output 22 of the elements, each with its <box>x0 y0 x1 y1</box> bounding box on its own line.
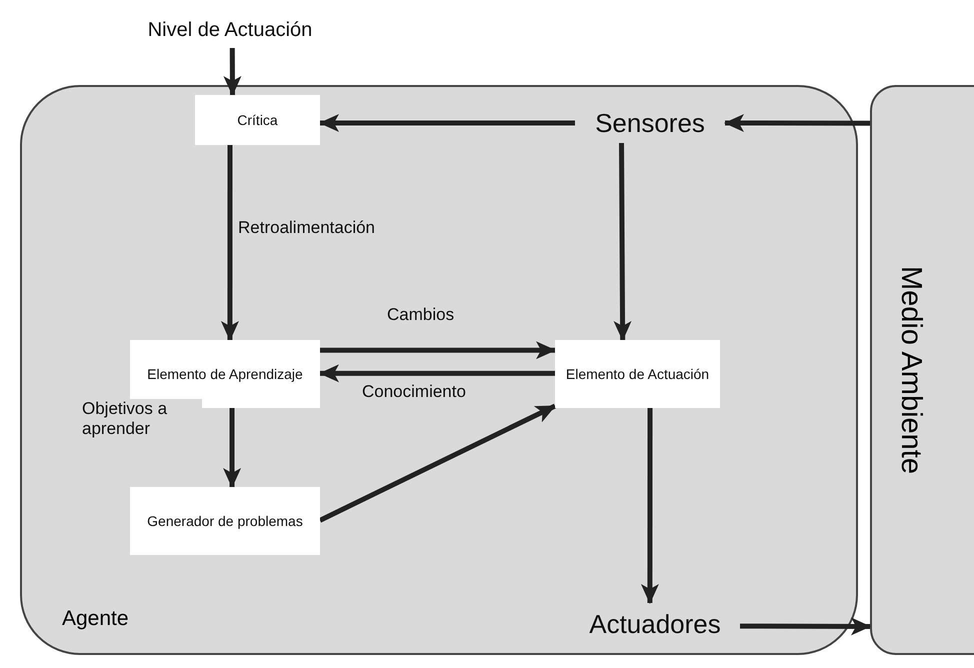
arrow <box>640 408 659 604</box>
arrow <box>220 145 239 341</box>
process-box: Crítica <box>195 95 320 145</box>
arrow <box>320 341 556 360</box>
node-label: Actuadores <box>570 603 740 645</box>
node-label: Sensores <box>575 103 725 143</box>
arrow <box>318 404 556 523</box>
arrow <box>740 617 871 636</box>
arrow <box>319 114 575 132</box>
process-box: Generador de problemas <box>130 487 320 555</box>
environment-panel <box>870 85 974 655</box>
panel-heading: Medio Ambiente <box>894 266 927 474</box>
agent-panel <box>20 85 858 655</box>
arrow <box>223 48 242 96</box>
arrow <box>614 142 632 341</box>
arrow <box>223 408 242 488</box>
node-label: Nivel de Actuación <box>115 12 345 48</box>
arrow <box>724 114 870 132</box>
arrow <box>319 364 555 382</box>
process-box: Elemento de Actuación <box>555 340 720 408</box>
edge-label: Objetivos a aprender <box>80 399 202 438</box>
panel-heading: Agente <box>62 607 129 631</box>
